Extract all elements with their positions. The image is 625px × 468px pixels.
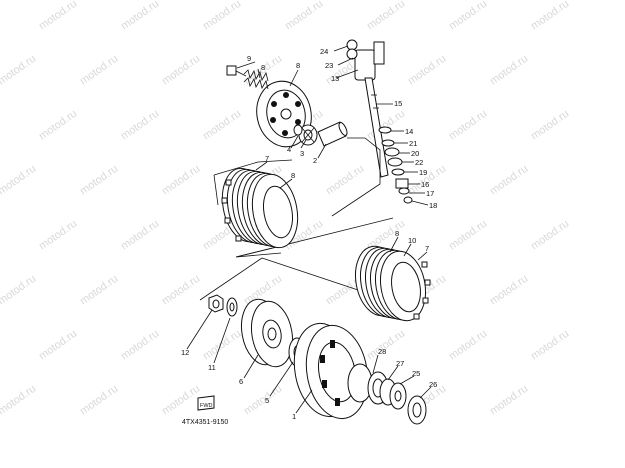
watermark-text: motod.ru [78,273,120,308]
watermark-text: motod.ru [324,163,366,198]
watermark-text: motod.ru [488,383,530,418]
watermark-text: motod.ru [488,53,530,88]
watermark-text: motod.ru [488,273,530,308]
watermark-text: motod.ru [119,328,161,363]
callout-27: 25 [412,369,420,378]
watermark-text: motod.ru [201,0,243,32]
watermark-text: motod.ru [365,328,407,363]
push-lever-shaft [346,39,389,178]
watermark-text: motod.ru [0,163,38,198]
watermark-text: motod.ru [37,218,79,253]
leader-lines [186,45,432,414]
callout-17: 15 [394,99,402,108]
watermark-text: motod.ru [201,108,243,143]
callout-8-upper: 8 [291,171,295,180]
watermark-text: motod.ru [160,273,202,308]
callout-1: 1 [292,412,296,421]
callout-6: 6 [239,377,243,386]
bearing [298,124,318,146]
callout-12: 10 [408,236,416,245]
callout-19: 17 [426,189,434,198]
clutch-bolt [226,65,247,77]
callout-30: 28 [378,347,386,356]
watermark-text: motod.ru [0,383,38,418]
callout-18: 16 [421,180,429,189]
callout-21: 19 [419,168,427,177]
clutch-spring [243,69,269,90]
watermark-text: motod.ru [447,0,489,32]
callout-5: 5 [265,396,269,405]
callout-15: 13 [331,74,339,83]
watermark-text: motod.ru [365,0,407,32]
callout-25: 23 [325,61,333,70]
callout-4: 4 [287,145,291,154]
watermark-text: motod.ru [160,383,202,418]
watermark-text: motod.ru [242,383,284,418]
watermark-text: motod.ru [447,218,489,253]
watermark-text: motod.ru [78,383,120,418]
callout-9: 8 [296,61,300,70]
callout-20: 18 [429,201,437,210]
callout-10: 8 [261,63,265,72]
lock-washer [226,297,238,317]
watermark-text: motod.ru [529,0,571,32]
watermark-text: motod.ru [447,108,489,143]
watermark-text: motod.ru [160,163,202,198]
clutch-plates-upper [221,167,299,249]
nut [208,294,224,313]
watermark-text: motod.ru [0,273,38,308]
callout-16: 14 [405,127,413,136]
watermark-text: motod.ru [78,163,120,198]
callout-7-lower: 7 [425,244,429,253]
callout-24: 22 [415,158,423,167]
callout-14: 12 [181,348,189,357]
diagram-code: 4TX4351-9150 [182,419,228,426]
push-rod-short [317,121,348,147]
watermark-text: motod.ru [529,218,571,253]
watermark-text: motod.ru [488,163,530,198]
watermark-text: motod.ru [406,53,448,88]
watermark-text: motod.ru [37,328,79,363]
watermark-text: motod.ru [37,0,79,32]
watermark-text: motod.ru [119,0,161,32]
watermark-text: motod.ru [283,0,325,32]
callout-2: 2 [313,156,317,165]
clutch-plates-lower [354,245,431,322]
watermark-text: motod.ru [37,108,79,143]
callout-11: 9 [247,54,251,63]
clutch-housing [293,322,373,420]
thrust-washer-outer [389,382,407,410]
watermark-text: motod.ru [119,108,161,143]
callouts: 9 8 8 4 3 2 24 23 13 15 14 21 20 22 19 1… [181,47,437,421]
washer-outer [407,395,427,425]
shaft-seals-and-bearings [378,126,413,204]
callout-23: 21 [409,139,417,148]
callout-22: 20 [411,149,419,158]
callout-29: 27 [396,359,404,368]
watermark-text: motod.ru [529,328,571,363]
clutch-boss [240,298,294,368]
watermark-text: motod.ru [119,218,161,253]
watermark-text: motod.ru [529,108,571,143]
callout-3: 3 [300,149,304,158]
callout-7-upper: 7 [265,154,269,163]
washer [293,124,303,136]
callout-28: 26 [429,380,437,389]
fwd-indicator: FWD [197,395,215,411]
fwd-label: FWD [200,403,213,409]
watermark-text: motod.ru [201,328,243,363]
reference-lines [199,137,394,301]
watermark-text: motod.ru [447,328,489,363]
watermark-text: motod.ru [0,53,38,88]
callout-26: 24 [320,47,328,56]
watermark-text: motod.ru [78,53,120,88]
callout-8-lower: 8 [395,229,399,238]
watermark-text: motod.ru [160,53,202,88]
callout-13: 11 [208,363,216,372]
